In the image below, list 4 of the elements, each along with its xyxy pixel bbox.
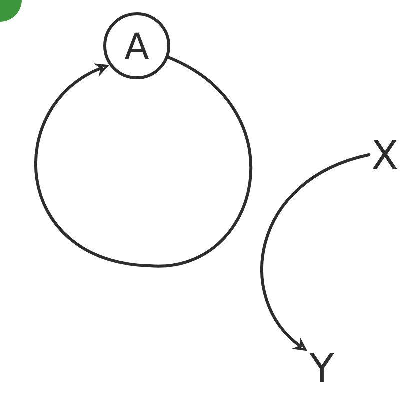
letter-label: Y: [310, 353, 334, 383]
letter-label: X: [372, 140, 398, 170]
circled-letter: A: [104, 12, 170, 80]
arrow: [34, 56, 252, 268]
